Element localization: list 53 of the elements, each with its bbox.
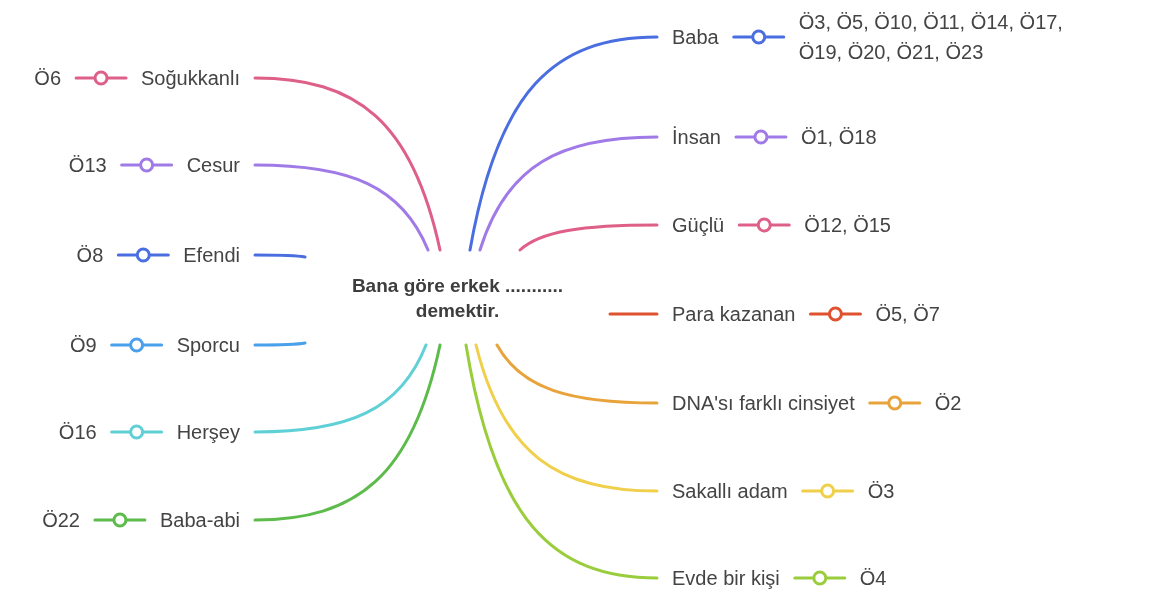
student-codes: Ö16 — [43, 417, 112, 447]
branch-curve — [464, 343, 659, 580]
student-codes: Ö8 — [61, 240, 119, 270]
branch-label: Sakallı adam — [657, 476, 803, 506]
branch-curve — [518, 223, 659, 252]
student-codes: Ö9 — [54, 330, 112, 360]
connector-line — [120, 163, 174, 167]
branch-label: Baba-abi — [144, 505, 255, 535]
branch-label: Efendi — [168, 240, 255, 270]
branch-label: Soğukkanlı — [126, 63, 255, 93]
branch-label: İnsan — [657, 122, 736, 152]
student-codes: Ö6 — [19, 63, 77, 93]
connector-line — [793, 576, 847, 580]
branch-curve — [468, 35, 659, 252]
branch-curve — [253, 341, 307, 347]
branch-label: Cesur — [171, 150, 255, 180]
branch-curve — [253, 343, 442, 522]
branch-label: Sporcu — [161, 330, 255, 360]
connector-line — [74, 76, 128, 80]
student-codes: Ö3, Ö5, Ö10, Ö11, Ö14, Ö17, Ö19, Ö20, Ö21, Ö23 — [783, 7, 1114, 67]
student-codes: Ö2 — [919, 388, 977, 418]
connector-line — [737, 223, 791, 227]
student-codes: Ö5, Ö7 — [860, 299, 955, 329]
branch-curve — [253, 163, 430, 252]
connector-line — [734, 135, 788, 139]
branch-label: Baba — [657, 22, 734, 52]
student-codes: Ö4 — [844, 563, 902, 593]
connector-line — [93, 518, 147, 522]
connector-line — [116, 253, 170, 257]
student-codes: Ö22 — [27, 505, 95, 535]
branch-label: Herşey — [161, 417, 255, 447]
student-codes: Ö13 — [53, 150, 122, 180]
student-codes: Ö1, Ö18 — [785, 122, 892, 152]
branch-label: Para kazanan — [657, 299, 811, 329]
branch-curve — [253, 253, 307, 259]
student-codes: Ö12, Ö15 — [789, 210, 906, 240]
connector-line — [801, 489, 855, 493]
connector-line — [868, 401, 922, 405]
branch-label: Evde bir kişi — [657, 563, 795, 593]
branch-curve — [495, 343, 659, 405]
connector-line — [808, 312, 862, 316]
branch-curve — [478, 135, 659, 252]
central-topic: Bana göre erkek ........... demektir. — [350, 273, 565, 323]
connector-line — [110, 430, 164, 434]
branch-curve — [474, 343, 659, 493]
branch-curve — [253, 76, 442, 252]
branch-label: Güçlü — [657, 210, 740, 240]
branch-label: DNA'sı farklı cinsiyet — [657, 388, 870, 418]
branch-curve — [608, 312, 659, 316]
student-codes: Ö3 — [852, 476, 910, 506]
connector-line — [110, 343, 164, 347]
branch-curve — [253, 343, 428, 434]
connector-line — [732, 35, 786, 39]
